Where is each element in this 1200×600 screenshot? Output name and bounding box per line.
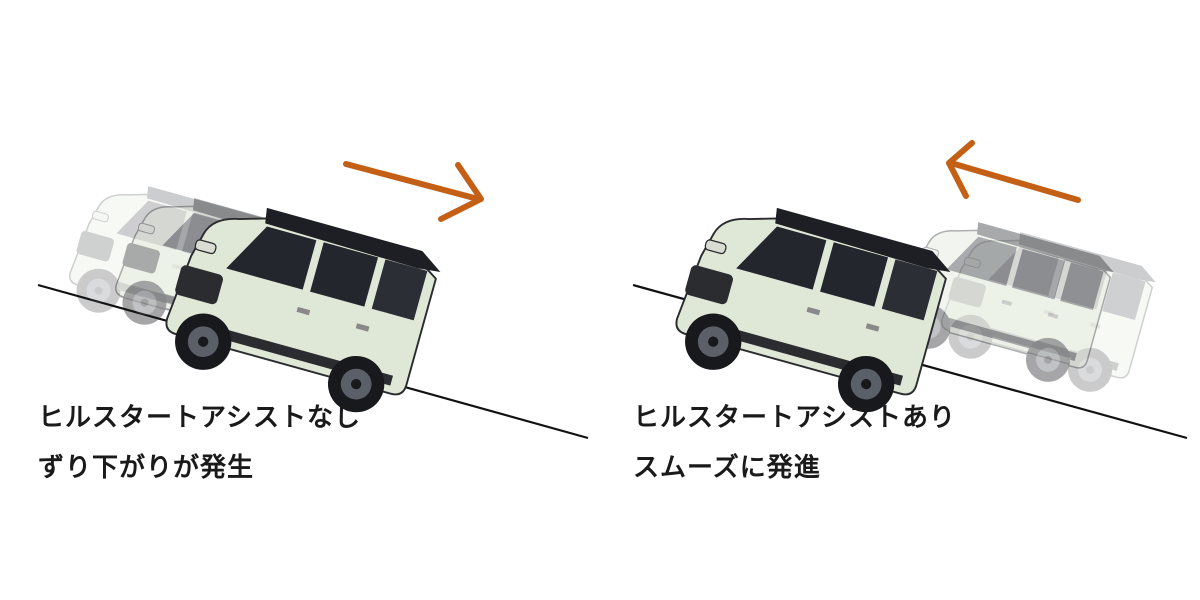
arrow-downhill-icon <box>343 161 484 222</box>
caption-subtitle: ずり下がりが発生 <box>38 453 255 483</box>
caption-title: ヒルスタートアシストあり <box>633 403 956 433</box>
panel-without-assist: ヒルスタートアシストなし ずり下がりが発生 <box>37 161 589 483</box>
caption-subtitle: スムーズに発進 <box>633 453 821 483</box>
slope-scene-with-assist <box>632 140 1188 440</box>
slope-scene-without-assist <box>37 161 589 440</box>
van-icon <box>665 189 956 426</box>
caption-title: ヒルスタートアシストなし <box>38 403 361 433</box>
panel-with-assist: ヒルスタートアシストあり スムーズに発進 <box>600 0 1200 600</box>
arrow-uphill-icon <box>946 140 1081 203</box>
